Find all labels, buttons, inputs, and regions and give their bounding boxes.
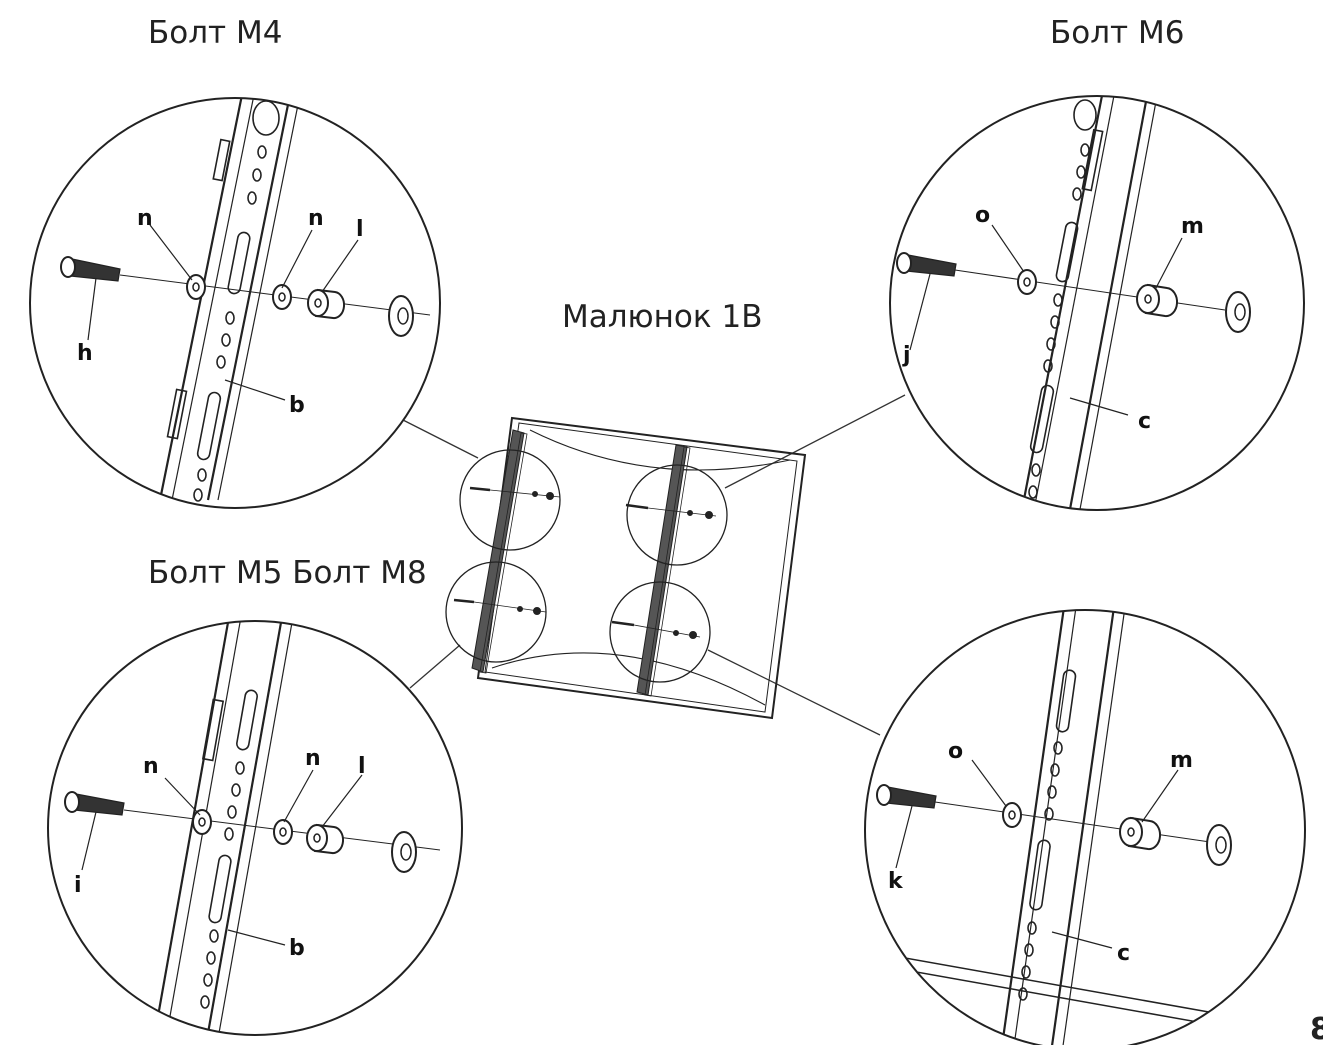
label-spacer-l: l xyxy=(358,754,366,779)
detail-m5-m8: i n n l b xyxy=(47,620,463,1036)
label-washer-n-back: n xyxy=(308,206,324,231)
label-spacer-l: l xyxy=(356,217,364,242)
label-washer-o: o xyxy=(948,739,963,764)
label-bolt-k: k xyxy=(888,869,904,894)
figure-caption: Малюнок 1В xyxy=(562,299,763,335)
label-spacer-m: m xyxy=(1170,748,1193,773)
label-bracket-b: b xyxy=(289,393,305,418)
label-washer-n-front: n xyxy=(137,206,153,231)
detail-m6: j o m c xyxy=(889,95,1305,511)
label-washer-n-back: n xyxy=(305,746,321,771)
connector-lines xyxy=(402,394,906,736)
label-washer-n-front: n xyxy=(143,754,159,779)
detail-m4: h n n l b xyxy=(29,97,441,509)
label-bolt-i: i xyxy=(74,873,82,898)
label-bracket-c: c xyxy=(1117,941,1130,966)
title-bolt-m5-m8: Болт М5 Болт М8 xyxy=(148,555,427,591)
label-bracket-b: b xyxy=(289,936,305,961)
label-bolt-h: h xyxy=(77,341,93,366)
page-number: 8 xyxy=(1310,1012,1323,1047)
label-bolt-j: j xyxy=(902,343,911,368)
title-bolt-m6: Болт М6 xyxy=(1050,15,1185,51)
label-washer-o: o xyxy=(975,203,990,228)
label-spacer-m: m xyxy=(1181,214,1204,239)
detail-bottom-right: k o m c xyxy=(864,609,1306,1045)
tv-panel-overview xyxy=(445,416,807,720)
label-bracket-c: c xyxy=(1138,409,1151,434)
title-bolt-m4: Болт М4 xyxy=(148,15,283,51)
